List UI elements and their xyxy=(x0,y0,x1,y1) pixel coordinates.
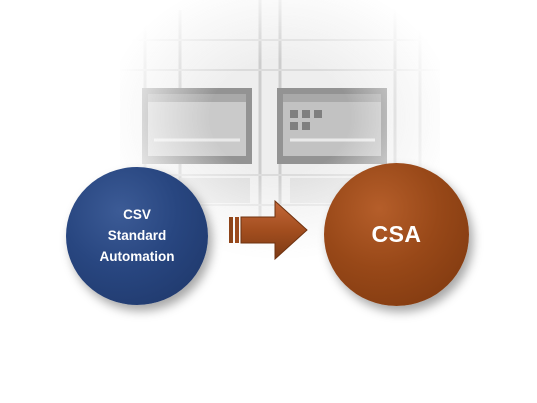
csv-label-line-2: Standard xyxy=(107,227,167,243)
right-arrow-icon xyxy=(229,199,308,261)
csa-node-label: CSA xyxy=(371,221,422,247)
csa-node: CSA xyxy=(324,163,469,306)
csv-node-label: CSV Standard Automation xyxy=(100,204,175,267)
csv-label-line-3: Automation xyxy=(99,248,175,264)
csv-label-line-1: CSV xyxy=(123,206,151,222)
csv-standard-automation-node: CSV Standard Automation xyxy=(66,167,208,305)
